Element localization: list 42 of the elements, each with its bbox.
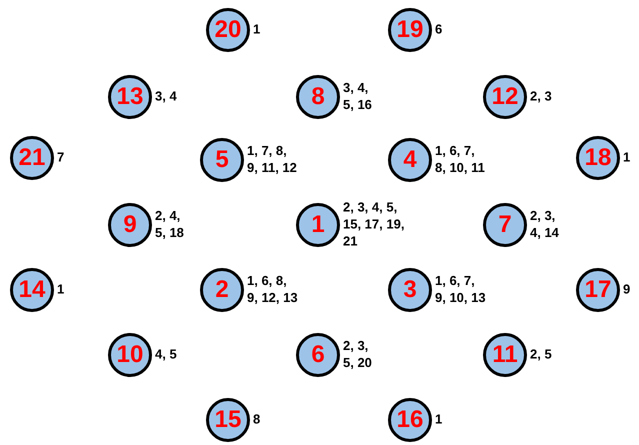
node-annotation: 1 [623, 150, 630, 166]
numbered-circle: 1 [296, 203, 340, 247]
numbered-circle: 20 [206, 8, 250, 52]
node-annotation: 4, 5 [155, 346, 177, 364]
numbered-circle: 13 [108, 75, 152, 119]
node-annotation: 6 [435, 22, 442, 38]
node-annotation: 1, 6, 7, 8, 10, 11 [435, 143, 486, 177]
node-annotation: 2, 3, 5, 20 [343, 338, 373, 372]
node-annotation: 1, 6, 7, 9, 10, 13 [435, 273, 487, 307]
numbered-circle: 4 [388, 138, 432, 182]
numbered-circle: 15 [206, 398, 250, 442]
numbered-circle: 18 [576, 136, 620, 180]
numbered-circle: 8 [296, 75, 340, 119]
node-annotation: 1, 6, 8, 9, 12, 13 [247, 273, 299, 307]
node-annotation: 2, 3 [530, 88, 552, 106]
numbered-circle: 12 [483, 75, 527, 119]
node-annotation: 1 [57, 282, 64, 298]
node-annotation: 8 [253, 412, 260, 428]
numbered-circle: 16 [388, 398, 432, 442]
numbered-circle: 21 [10, 136, 54, 180]
node-annotation: 1 [253, 22, 260, 38]
node-annotation: 7 [57, 150, 64, 166]
numbered-circle: 9 [108, 203, 152, 247]
numbered-circle: 14 [10, 268, 54, 312]
numbered-circle: 6 [296, 333, 340, 377]
numbered-circle: 10 [108, 333, 152, 377]
node-annotation: 9 [623, 282, 630, 298]
numbered-circle: 3 [388, 268, 432, 312]
numbered-circle: 5 [200, 138, 244, 182]
node-annotation: 2, 5 [530, 346, 552, 364]
numbered-circle: 17 [576, 268, 620, 312]
node-annotation: 3, 4 [155, 88, 177, 106]
numbered-circle: 7 [483, 203, 527, 247]
node-annotation: 2, 3, 4, 5, 15, 17, 19, 21 [343, 200, 405, 250]
node-annotation: 3, 4, 5, 16 [343, 80, 373, 114]
node-annotation: 1, 7, 8, 9, 11, 12 [247, 143, 298, 177]
node-annotation: 2, 3, 4, 14 [530, 208, 560, 242]
numbered-circle: 2 [200, 268, 244, 312]
node-annotation: 1 [435, 412, 442, 428]
numbered-circle: 11 [483, 333, 527, 377]
numbered-circle: 19 [388, 8, 432, 52]
node-annotation: 2, 4, 5, 18 [155, 208, 185, 242]
